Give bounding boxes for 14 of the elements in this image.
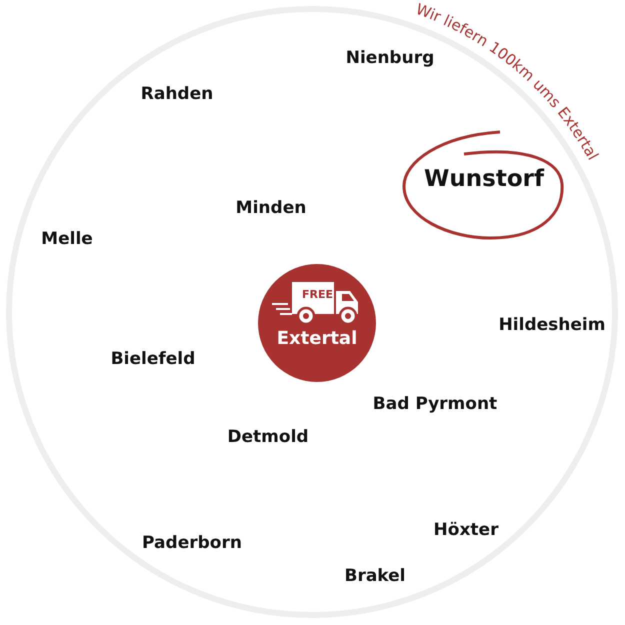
place-name: Paderborn: [142, 533, 242, 553]
place-name: Brakel: [344, 566, 406, 586]
place-name: Höxter: [434, 520, 498, 540]
place-name: Detmold: [227, 427, 309, 447]
place-name: Rahden: [140, 84, 214, 104]
place-name: Bad Pyrmont: [372, 394, 498, 414]
place-name: Minden: [236, 198, 306, 218]
place-name: Hildesheim: [498, 315, 606, 335]
place-name: Wunstorf: [423, 166, 546, 192]
place-name: Extertal: [276, 328, 358, 349]
place-name: Nienburg: [346, 48, 434, 68]
place-name: Bielefeld: [110, 349, 196, 369]
truck-label: FREE: [302, 288, 334, 301]
place-name: Melle: [41, 229, 93, 249]
